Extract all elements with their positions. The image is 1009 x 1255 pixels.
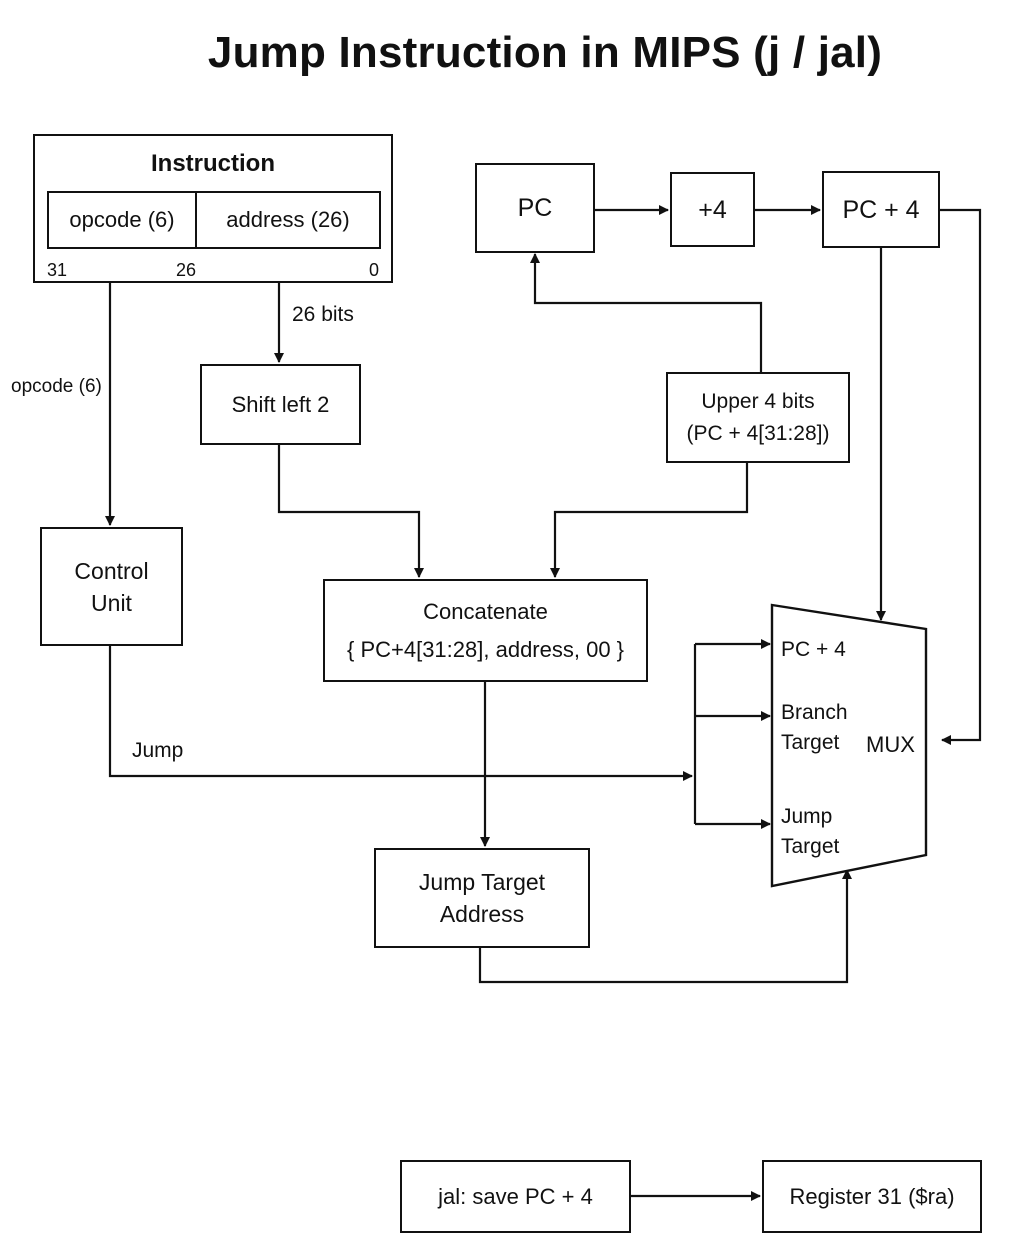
shift-left-2-block: Shift left 2 bbox=[200, 364, 361, 445]
jump-target-address-block: Jump Target Address bbox=[374, 848, 590, 948]
label-jump-signal: Jump bbox=[132, 739, 184, 762]
address-field: address (26) bbox=[195, 191, 381, 249]
instruction-heading: Instruction bbox=[151, 150, 275, 177]
mux-input-jump-2: Target bbox=[781, 835, 840, 858]
concatenate-label-2: { PC+4[31:28], address, 00 } bbox=[346, 636, 625, 662]
concatenate-label-1: Concatenate bbox=[423, 598, 548, 624]
jump-target-label-2: Address bbox=[439, 901, 525, 927]
label-opcode-wire: opcode (6) bbox=[11, 376, 102, 397]
mux-shape bbox=[770, 603, 928, 888]
mux-input-pc4: PC + 4 bbox=[781, 638, 846, 661]
jal-save-label: jal: save PC + 4 bbox=[438, 1183, 593, 1209]
jump-target-label-1: Jump Target bbox=[418, 869, 546, 895]
pc-block: PC bbox=[475, 163, 595, 253]
wire-upper-to-concat bbox=[550, 462, 749, 578]
plus4-label: +4 bbox=[698, 195, 727, 224]
mux-input-branch-2: Target bbox=[781, 731, 840, 754]
mux-input-branch-1: Branch bbox=[781, 701, 848, 724]
control-unit-label-2: Unit bbox=[91, 589, 132, 616]
bit-26-label: 26 bbox=[176, 260, 197, 280]
wire-upper-to-pc bbox=[530, 253, 763, 372]
wire-shift-to-concat bbox=[277, 444, 424, 578]
instruction-block: Instruction opcode (6) address (26) 31 2… bbox=[33, 134, 393, 283]
address-field-label: address (26) bbox=[226, 207, 350, 232]
upper-4-bits-label-2: (PC + 4[31:28]) bbox=[686, 421, 830, 445]
pc-label: PC bbox=[517, 194, 553, 222]
shift-left-2-label: Shift left 2 bbox=[231, 391, 330, 417]
concatenate-block: Concatenate { PC+4[31:28], address, 00 } bbox=[323, 579, 648, 682]
mux-input-jump: Jump Target bbox=[781, 802, 839, 862]
opcode-field-label: opcode (6) bbox=[69, 207, 175, 232]
bit-31-label: 31 bbox=[47, 260, 68, 280]
label-26-bits: 26 bits bbox=[292, 303, 354, 326]
mux-input-jump-1: Jump bbox=[781, 805, 833, 828]
page-title: Jump Instruction in MIPS (j / jal) bbox=[207, 28, 883, 77]
upper-4-bits-block: Upper 4 bits (PC + 4[31:28]) bbox=[666, 372, 850, 463]
bit-0-label: 0 bbox=[369, 260, 380, 280]
mux-label: MUX bbox=[866, 732, 915, 757]
plus4-block: +4 bbox=[670, 172, 755, 247]
wire-jump-signal bbox=[108, 646, 693, 781]
wire-jumptarget-to-mux bbox=[478, 869, 852, 984]
upper-4-bits-label-1: Upper 4 bits bbox=[701, 389, 815, 413]
pc-plus4-label: PC + 4 bbox=[842, 195, 920, 224]
register-31-block: Register 31 ($ra) bbox=[762, 1160, 982, 1233]
control-unit-label-1: Control bbox=[74, 557, 149, 584]
register-31-label: Register 31 ($ra) bbox=[789, 1183, 955, 1209]
wire-pc4-to-mux-right bbox=[940, 208, 982, 745]
control-unit-block: Control Unit bbox=[40, 527, 183, 646]
mux-input-branch: Branch Target bbox=[781, 698, 848, 758]
jal-save-block: jal: save PC + 4 bbox=[400, 1160, 631, 1233]
pc-plus4-block: PC + 4 bbox=[822, 171, 940, 248]
opcode-field: opcode (6) bbox=[47, 191, 197, 249]
